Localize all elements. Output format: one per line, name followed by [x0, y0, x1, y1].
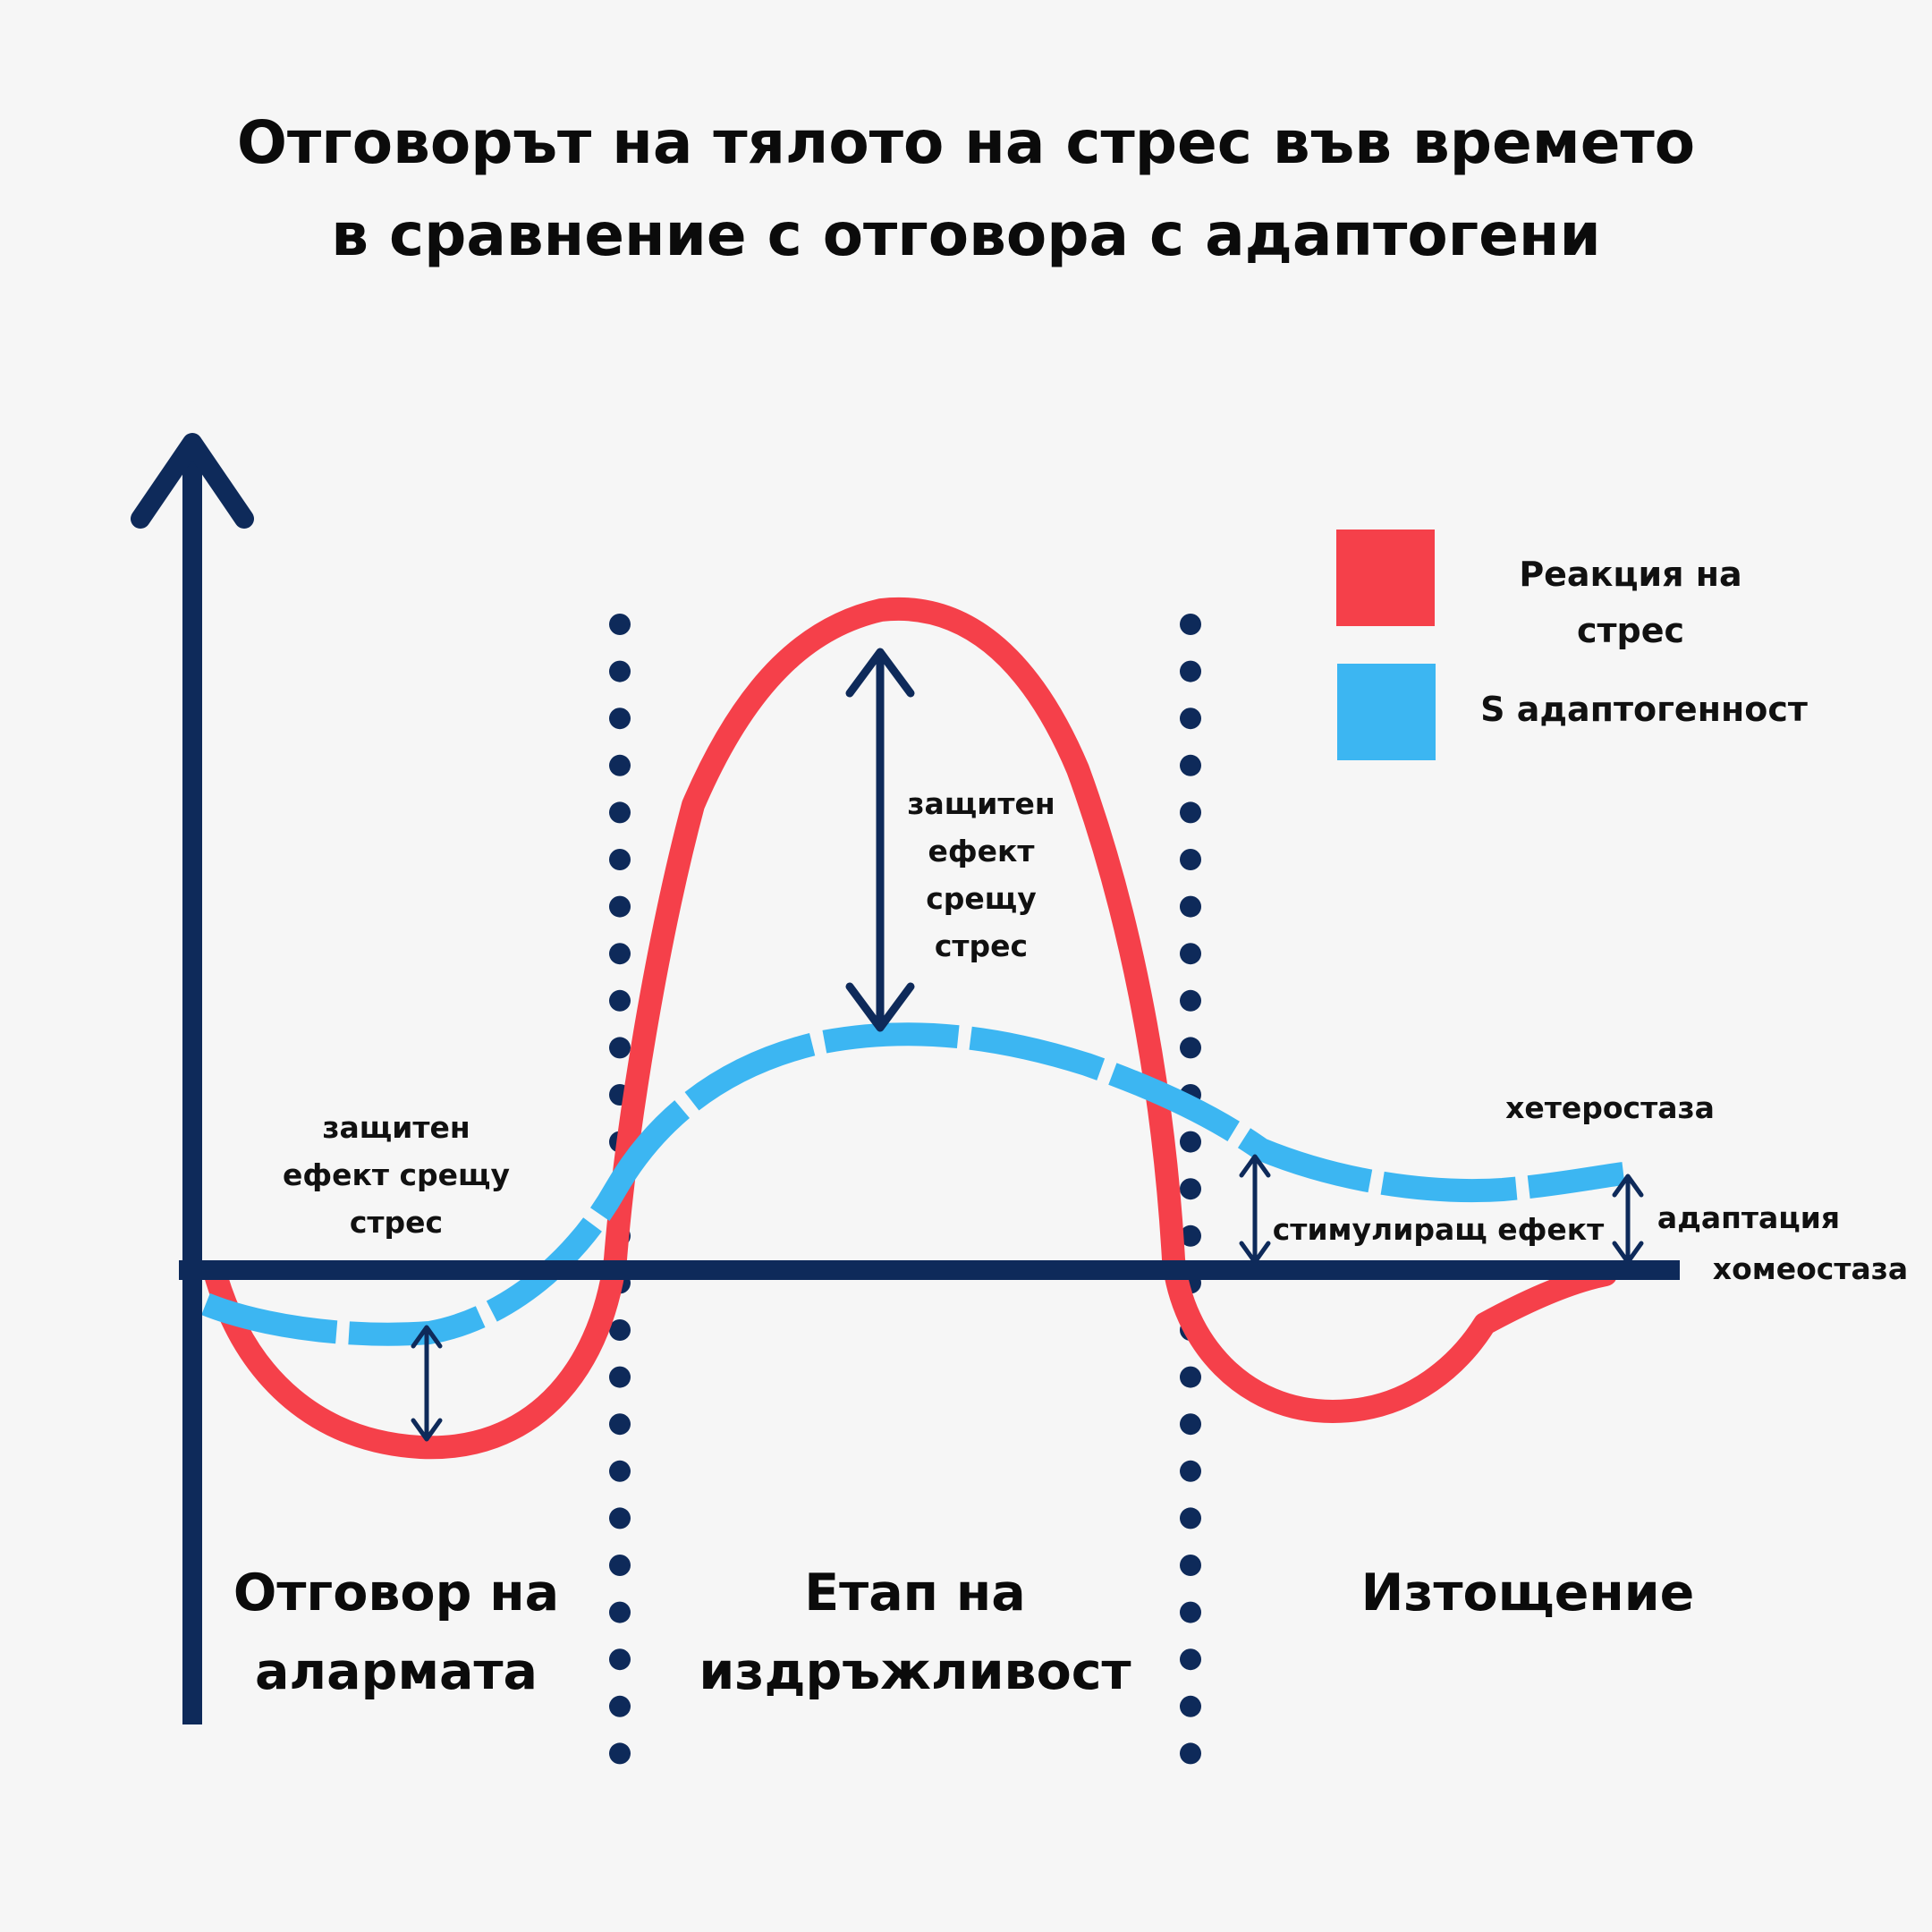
phase-resistance-line2: издръжливост: [699, 1642, 1131, 1701]
adaptogen-curve: [201, 1022, 1625, 1346]
legend-adaptogen-label: S адаптогенност: [1480, 690, 1808, 729]
phase-alarm-line1: Отговор на: [233, 1563, 559, 1623]
heterostasis-label: хетеростаза: [1505, 1090, 1715, 1125]
protective-alarm-line3: стрес: [350, 1205, 443, 1240]
protective-alarm-line1: защитен: [322, 1110, 470, 1145]
protective-arrow-alarm: [411, 1325, 443, 1442]
protective-alarm-line2: ефект срещу: [283, 1157, 510, 1192]
protective-resistance-line1: защитен: [907, 786, 1055, 821]
stimulating-effect-arrow: [1239, 1154, 1271, 1265]
protective-arrow-resistance: [845, 648, 915, 1032]
y-axis-arrowhead: [131, 433, 254, 529]
protective-resistance-line4: стрес: [935, 928, 1028, 963]
legend-stress-swatch: [1336, 530, 1435, 626]
arrows: [411, 648, 1644, 1442]
legend-stress-label-line2: стрес: [1577, 611, 1684, 650]
stimulating-effect-label: стимулиращ ефект: [1273, 1212, 1604, 1247]
protective-resistance-line2: ефект: [928, 834, 1034, 869]
adaptation-label: адаптация: [1657, 1200, 1840, 1235]
phase-exhaustion-line1: Изтощение: [1361, 1563, 1695, 1623]
legend-stress-label-line1: Реакция на: [1519, 555, 1741, 594]
phase-resistance-line1: Етап на: [804, 1563, 1026, 1623]
stress-reaction-curve: [203, 597, 1617, 1460]
legend-adaptogen-swatch: [1337, 664, 1436, 760]
adaptation-arrow: [1612, 1174, 1644, 1265]
homeostasis-label: хомеостаза: [1713, 1251, 1908, 1286]
title-line-1: Отговорът на тялото на стрес във времето: [237, 108, 1695, 177]
protective-resistance-line3: срещу: [926, 881, 1037, 916]
phase-alarm-line2: алармата: [255, 1642, 538, 1701]
title-line-2: в сравнение с отговора с адаптогени: [331, 200, 1601, 269]
